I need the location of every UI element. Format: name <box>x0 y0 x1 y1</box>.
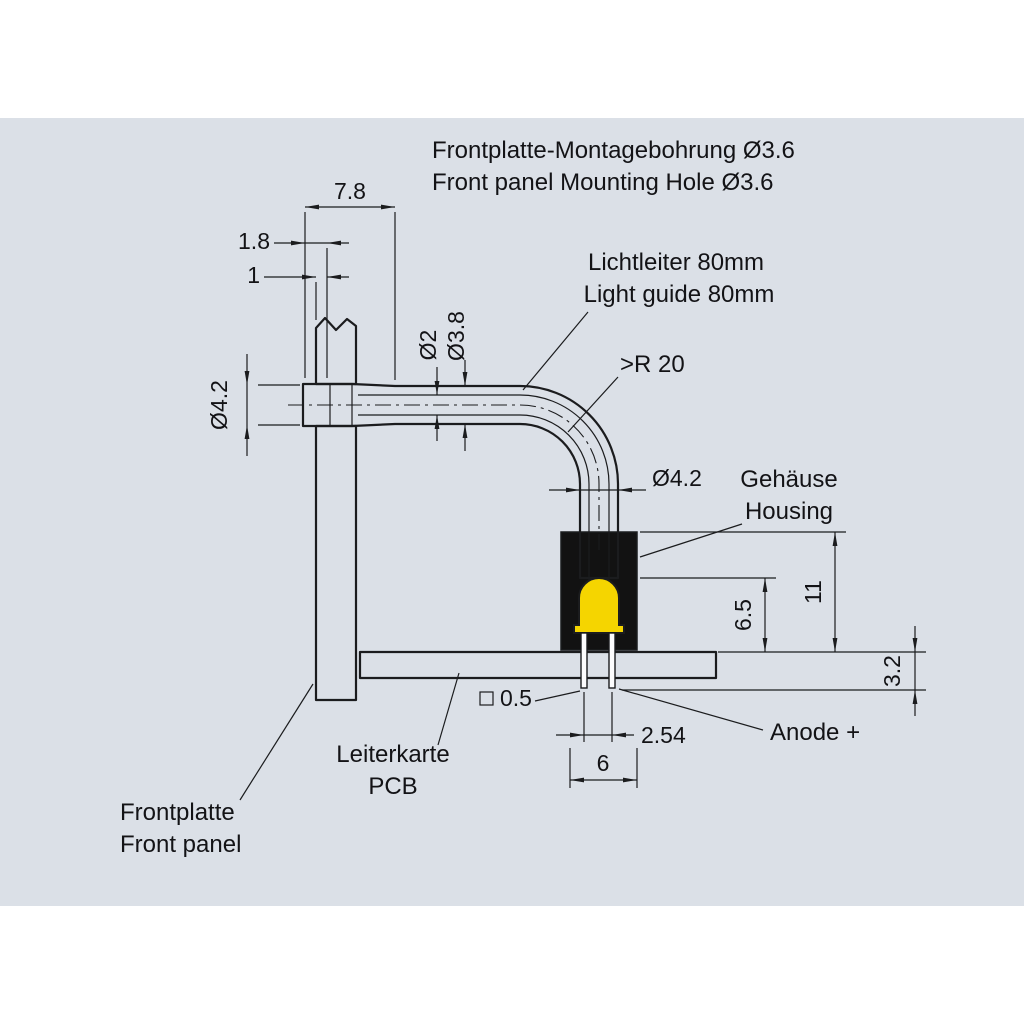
dimension-value: Ø4.2 <box>652 465 702 491</box>
dimension-pin-pitch: 2.54 <box>556 692 686 748</box>
light-guide-body <box>301 382 620 580</box>
dimension-value: 6 <box>597 750 610 776</box>
leader-line <box>534 690 581 702</box>
dimension-head-length: 7.8 <box>304 178 396 380</box>
dimension-head-diameter: Ø4.2 <box>206 354 300 456</box>
pcb-label-en: PCB <box>368 773 417 800</box>
dimension-value: Ø2 <box>415 330 441 361</box>
bend-radius-leader <box>567 376 619 433</box>
dimension-value: 7.8 <box>334 178 366 204</box>
dimension-housing-height: 11 <box>640 531 846 652</box>
front-panel-leader <box>239 683 314 801</box>
housing-label-en: Housing <box>745 498 833 525</box>
title-line-en: Front panel Mounting Hole Ø3.6 <box>432 169 774 196</box>
drawing-background <box>0 118 1024 906</box>
front-panel-label-en: Front panel <box>120 831 241 858</box>
pcb-label-de: Leiterkarte <box>336 741 449 768</box>
dimension-value: Ø4.2 <box>206 380 232 430</box>
pcb-board <box>358 650 718 680</box>
dimension-panel-front: 1 <box>247 262 349 320</box>
dimension-value: 3.2 <box>879 655 905 687</box>
dimension-value: 2.54 <box>641 722 686 748</box>
light-guide-label-de: Lichtleiter 80mm <box>588 249 764 276</box>
front-panel-label-de: Frontplatte <box>120 799 235 826</box>
led-leg-anode <box>608 632 616 689</box>
dimension-value: 0.5 <box>500 685 532 711</box>
front-panel-upper <box>314 316 358 386</box>
light-guide-core-top <box>358 394 610 580</box>
bend-radius-label: >R 20 <box>620 351 685 378</box>
led-leg-cathode <box>580 632 588 689</box>
dimension-value: 1 <box>247 262 260 288</box>
dimension-value: 1.8 <box>238 228 270 254</box>
dimension-guide-diameter: Ø4.2 <box>549 465 702 528</box>
dimension-value: Ø3.8 <box>443 311 469 361</box>
dimension-value: 11 <box>800 580 826 604</box>
centerline <box>288 404 600 550</box>
light-guide-leader <box>522 311 589 391</box>
housing-label-de: Gehäuse <box>740 466 837 493</box>
dimension-led-height: 6.5 <box>640 577 776 652</box>
light-guide-core-bottom <box>358 414 590 580</box>
anode-label: Anode + <box>770 719 860 746</box>
dimension-tube-diameter: Ø3.8 <box>443 311 469 451</box>
dimension-value: 6.5 <box>730 599 756 631</box>
square-section-icon <box>479 691 494 706</box>
pcb-leader <box>437 672 460 746</box>
dimension-pin-protrusion: 3.2 <box>622 626 926 716</box>
led-lamp <box>573 577 625 634</box>
dimension-panel-offset: 1.8 <box>238 228 349 378</box>
housing-leader <box>639 523 743 558</box>
dimension-pin-square: 0.5 <box>479 685 581 711</box>
anode-leader <box>618 688 764 731</box>
light-guide-label-en: Light guide 80mm <box>584 281 775 308</box>
dimension-core-diameter: Ø2 <box>415 330 441 441</box>
title-line-de: Frontplatte-Montagebohrung Ø3.6 <box>432 137 795 164</box>
dimension-pin-span: 6 <box>569 748 638 788</box>
